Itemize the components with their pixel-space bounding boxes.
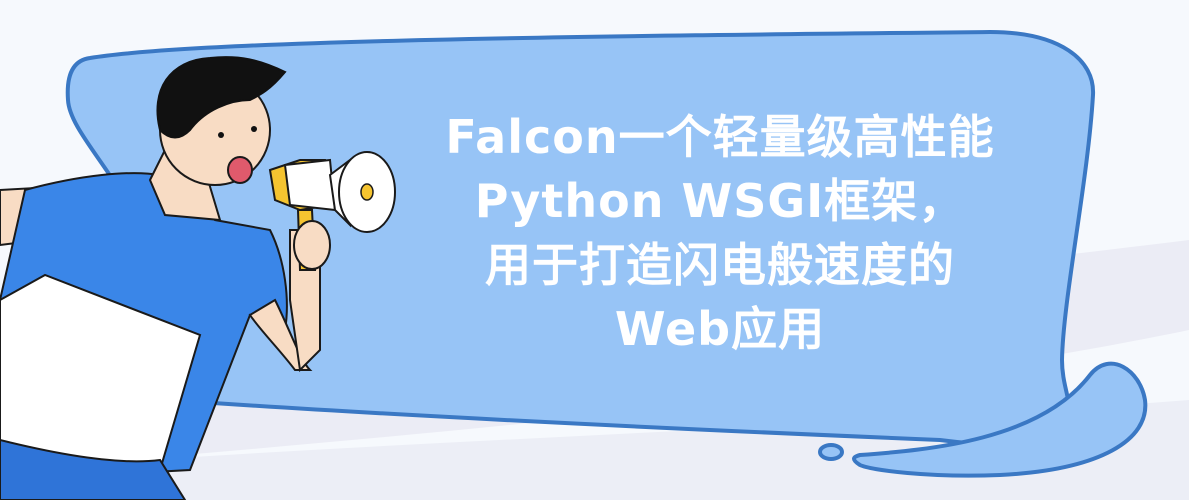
- headline-line-1: Falcon一个轻量级高性能: [445, 110, 995, 164]
- headline: Falcon一个轻量级高性能 Python WSGI框架， 用于打造闪电般速度的…: [400, 105, 1040, 361]
- headline-line-4: Web应用: [614, 302, 826, 356]
- headline-line-3: 用于打造闪电般速度的: [485, 238, 955, 292]
- headline-line-2: Python WSGI框架，: [474, 174, 966, 228]
